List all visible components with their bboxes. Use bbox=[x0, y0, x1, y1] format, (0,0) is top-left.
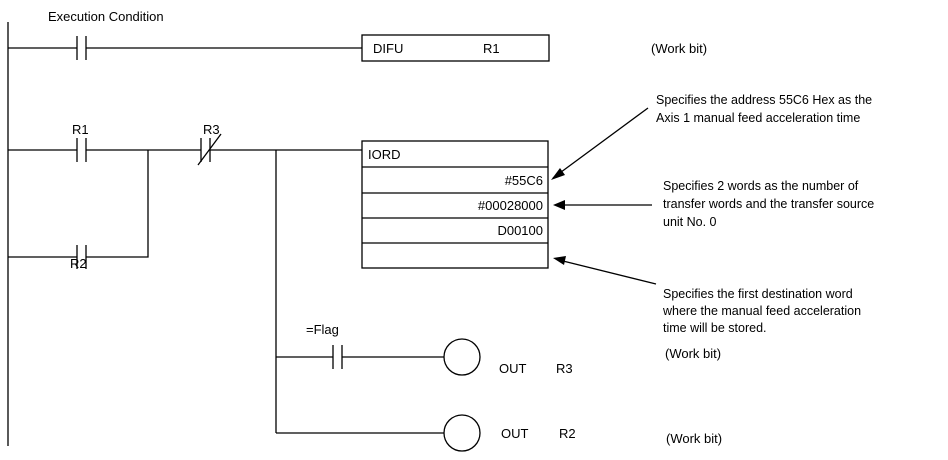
iord-operand-words: #00028000 bbox=[478, 198, 543, 213]
out2-instruction: OUT bbox=[501, 426, 529, 441]
out2-work-bit-note: (Work bit) bbox=[666, 431, 722, 446]
out2-operand: R2 bbox=[559, 426, 576, 441]
annotation-destination-leader bbox=[562, 260, 657, 285]
annotation-address: Specifies the address 55C6 Hex as the Ax… bbox=[656, 93, 876, 125]
out-r3-coil bbox=[443, 338, 481, 376]
iord-instruction-box: IORD #55C6 #00028000 D00100 bbox=[361, 140, 549, 269]
flag-contact-label: =Flag bbox=[306, 322, 339, 337]
r1-contact-label: R1 bbox=[72, 122, 89, 137]
difu-mnemonic: DIFU bbox=[373, 41, 403, 56]
iord-operand-address: #55C6 bbox=[505, 173, 543, 188]
annotation-transfer-words-arrow bbox=[553, 200, 565, 210]
difu-work-bit-note: (Work bit) bbox=[651, 41, 707, 56]
r2-contact-label: R2 bbox=[70, 256, 87, 271]
annotation-destination-arrow bbox=[553, 256, 566, 265]
out-r2-coil bbox=[443, 414, 481, 452]
r3-contact-label: R3 bbox=[203, 122, 220, 137]
execution-condition-label: Execution Condition bbox=[48, 9, 164, 24]
annotation-address-arrow bbox=[551, 168, 565, 180]
execution-condition-contact bbox=[76, 36, 87, 60]
difu-instruction-box: DIFU R1 bbox=[361, 34, 550, 62]
r1-contact bbox=[76, 138, 87, 162]
annotation-destination: Specifies the first destination word whe… bbox=[662, 287, 865, 335]
annotation-address-leader bbox=[552, 107, 649, 179]
out1-operand: R3 bbox=[556, 361, 573, 376]
difu-operand: R1 bbox=[483, 41, 500, 56]
out1-instruction: OUT bbox=[499, 361, 527, 376]
flag-contact bbox=[332, 345, 343, 369]
iord-mnemonic: IORD bbox=[368, 147, 401, 162]
out1-work-bit-note: (Work bit) bbox=[665, 346, 721, 361]
annotation-transfer-words: Specifies 2 words as the number of trans… bbox=[663, 179, 878, 229]
branch-wire-b bbox=[86, 150, 149, 258]
iord-operand-destination: D00100 bbox=[497, 223, 543, 238]
